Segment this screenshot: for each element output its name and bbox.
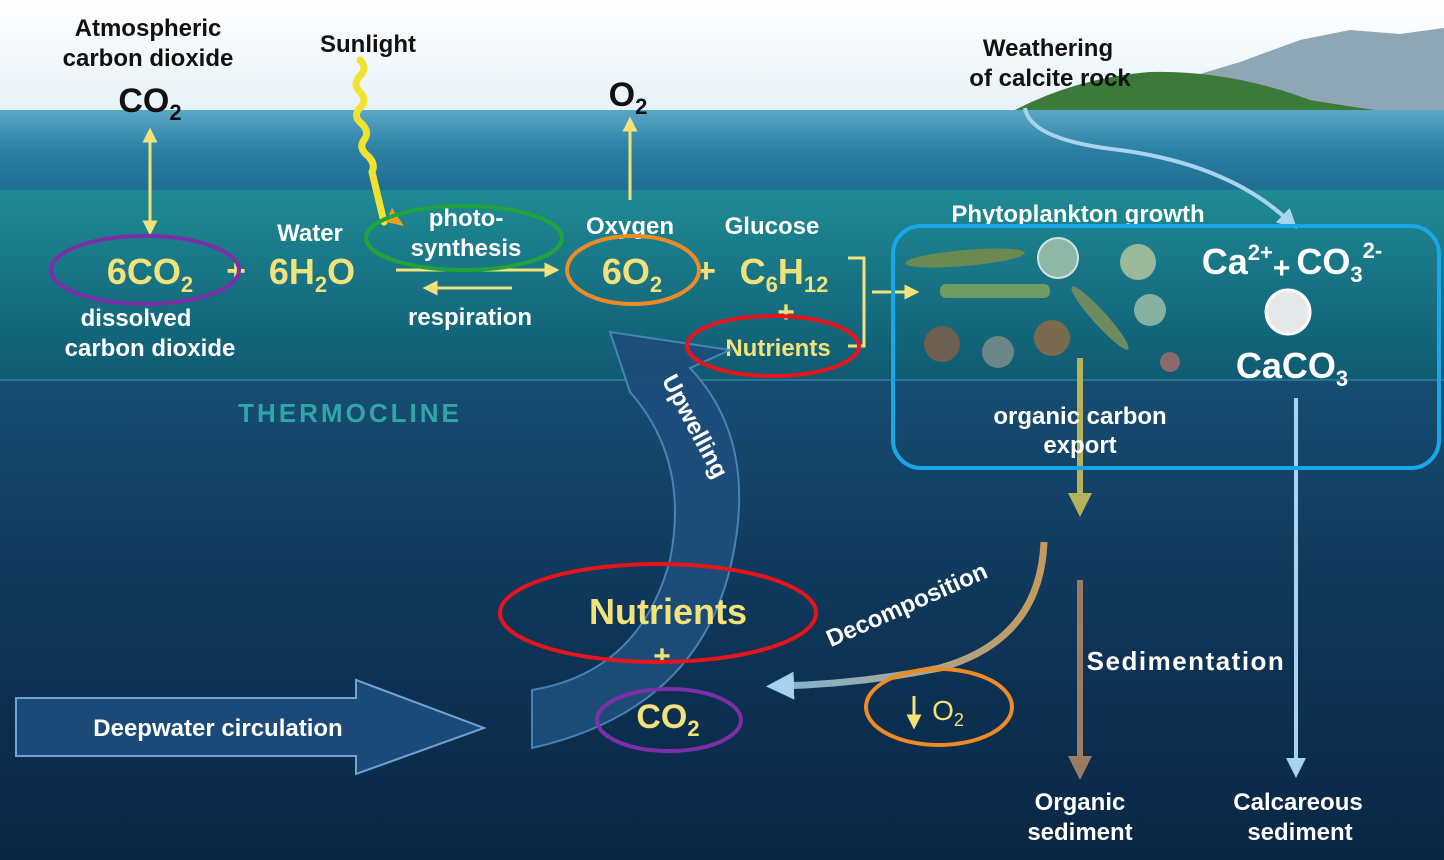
organic-export-line1: organic carbon [993,403,1166,430]
sunlight-label: Sunlight [320,31,416,58]
o2-decrease: O2 [932,695,964,730]
diatom-diagonal [1071,286,1129,350]
eq-6h2o: 6H2O [269,251,355,297]
diatom-long [905,248,1025,268]
coccolith [1264,288,1312,336]
highlight-6co2-purple [49,234,241,306]
island-vegetation [1000,71,1444,118]
weathering-line2: of calcite rock [969,65,1131,92]
diatom-chain [940,284,1050,298]
nutrients-deep-label: Nutrients [589,591,747,632]
thermocline-label: THERMOCLINE [238,398,462,428]
highlight-nutrients-top-red [685,314,861,378]
arrow-weathering [1023,107,1298,229]
organic-export-line2: export [1043,432,1116,459]
organic-sediment-line2: sediment [1027,819,1132,846]
deepwater-label: Deepwater circulation [93,715,342,742]
co2-deep: CO2 [636,698,699,741]
highlight-6o2-orange [565,234,701,306]
water-label: Water [277,220,343,247]
deepwater-arrow [15,678,487,776]
highlight-nutrients-deep-red [498,562,818,664]
nutrients-top-label: Nutrients [725,335,830,362]
cell-4 [924,326,960,362]
cell-6 [1034,320,1070,356]
respiration-label: respiration [408,304,532,331]
co2-atmosphere: CO2 [118,82,181,125]
cell-3 [1134,294,1166,326]
ca-co3-equation: Ca2++CO32- [1202,238,1382,287]
plus-deep: + [653,640,671,673]
equation-bracket [848,256,866,348]
upwelling-arrow [531,330,741,750]
phytoplankton-growth-label: Phytoplankton growth [951,201,1204,228]
atmospheric-co2-line1: Atmospheric [75,15,222,42]
highlight-photosynthesis-green [364,204,564,272]
sunlight-ray [352,56,388,226]
calcareous-sediment-line1: Calcareous [1233,789,1362,816]
cell-2 [1120,244,1156,280]
highlight-o2-decrease-orange [864,667,1014,747]
cell-5 [982,336,1014,368]
atmospheric-co2-line2: carbon dioxide [63,45,234,72]
eq-6co2: 6CO2 [107,251,193,297]
organic-sediment-line1: Organic [1035,789,1126,816]
eq-6o2: 6O2 [602,251,662,297]
photo-label-line1: photo- [429,205,504,232]
dissolved-co2-line2: carbon dioxide [65,335,236,362]
eq-plus-1: + [226,252,246,290]
dissolved-co2-line1: dissolved [81,305,192,332]
calcareous-sediment-line2: sediment [1247,819,1352,846]
weathering-line1: Weathering [983,35,1113,62]
highlight-co2-deep-purple [595,687,743,753]
eq-plus-2: + [696,252,716,290]
highlight-phytoplankton-box [891,224,1441,470]
eq-plus-3: + [777,296,795,329]
photo-label-line2: synthesis [411,235,522,262]
eq-c6h12: C6H12 [740,251,829,297]
sedimentation-label: Sedimentation [1087,646,1286,676]
caco3-label: CaCO3 [1236,345,1348,391]
glucose-label: Glucose [725,213,820,240]
sea-surface [0,110,1444,200]
phytoplankton-cells [905,237,1312,372]
cell-7 [1160,352,1180,372]
cell-1 [1037,237,1079,279]
o2-atmosphere: O2 [609,76,648,119]
